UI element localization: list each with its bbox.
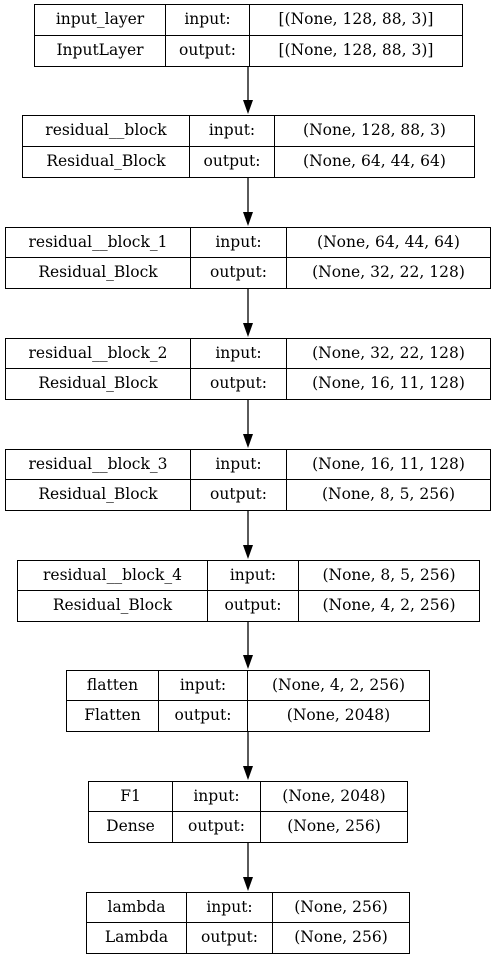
output-shape: (None, 16, 11, 128): [286, 369, 490, 399]
arrowhead-icon: [243, 100, 253, 114]
input-shape: [(None, 128, 88, 3)]: [249, 5, 462, 36]
input-label: input:: [190, 339, 286, 369]
layer-name: residual__block: [23, 116, 189, 147]
layer-name: lambda: [87, 893, 186, 923]
arrowhead-icon: [243, 766, 253, 780]
arrowhead-icon: [243, 877, 253, 891]
layer-type: Residual_Block: [52, 596, 173, 615]
input-label: input:: [189, 116, 274, 147]
output-shape: (None, 32, 22, 128): [286, 258, 490, 288]
input-shape: (None, 64, 44, 64): [286, 228, 490, 258]
output-label: output:: [190, 258, 286, 288]
layer-name: residual__block_3: [6, 450, 190, 480]
input-label: input:: [190, 450, 286, 480]
output-label: output:: [189, 146, 274, 177]
output-label: output:: [186, 923, 272, 953]
input-shape: (None, 4, 2, 256): [247, 671, 429, 701]
layer-name: flatten: [67, 671, 158, 701]
output-shape: (None, 2048): [247, 701, 429, 731]
layer-name: input_layer: [35, 5, 165, 36]
layer-type: Dense: [106, 817, 155, 836]
output-shape: (None, 8, 5, 256): [286, 480, 490, 510]
input-shape: (None, 256): [272, 893, 409, 923]
input-label: input:: [186, 893, 272, 923]
layer-name: F1: [89, 782, 172, 812]
arrowhead-icon: [243, 655, 253, 669]
layer-name: residual__block_2: [6, 339, 190, 369]
output-shape: (None, 256): [272, 923, 409, 953]
output-label: output:: [172, 812, 260, 842]
layer-type: Residual_Block: [38, 263, 158, 282]
output-label: output:: [190, 480, 286, 510]
arrowhead-icon: [243, 434, 253, 448]
layer-type: Residual_Block: [38, 374, 158, 393]
input-shape: (None, 2048): [260, 782, 407, 812]
output-label: output:: [207, 591, 298, 621]
layer-type: Lambda: [104, 928, 169, 947]
layer-type: Residual_Block: [46, 152, 166, 170]
input-shape: (None, 8, 5, 256): [298, 561, 479, 591]
layer-type: Flatten: [84, 706, 141, 725]
input-shape: (None, 32, 22, 128): [286, 339, 490, 369]
arrowhead-icon: [243, 545, 253, 559]
input-label: input:: [165, 5, 249, 36]
input-label: input:: [158, 671, 247, 701]
arrowhead-icon: [243, 212, 253, 226]
output-shape: (None, 64, 44, 64): [274, 146, 474, 177]
input-label: input:: [207, 561, 298, 591]
output-shape: (None, 256): [260, 812, 407, 842]
layer-type: Residual_Block: [38, 485, 158, 504]
arrowhead-icon: [243, 323, 253, 337]
input-label: input:: [172, 782, 260, 812]
layer-name: residual__block_1: [6, 228, 190, 258]
input-shape: (None, 128, 88, 3): [274, 116, 474, 147]
input-shape: (None, 16, 11, 128): [286, 450, 490, 480]
output-label: output:: [190, 369, 286, 399]
input-label: input:: [190, 228, 286, 258]
output-label: output:: [165, 35, 249, 66]
output-shape: [(None, 128, 88, 3)]: [249, 35, 462, 66]
layer-type: InputLayer: [56, 41, 144, 59]
output-label: output:: [158, 701, 247, 731]
layer-name: residual__block_4: [18, 561, 207, 591]
output-shape: (None, 4, 2, 256): [298, 591, 479, 621]
